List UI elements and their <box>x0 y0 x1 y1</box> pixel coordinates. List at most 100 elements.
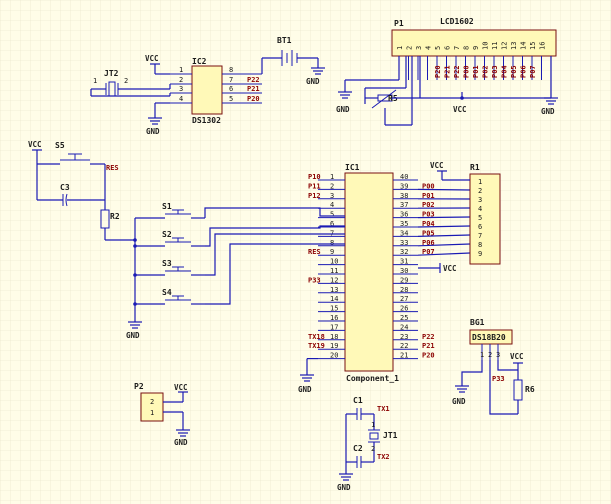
net-label: P04 <box>501 65 509 78</box>
switch-s1[interactable]: S1 <box>135 202 205 219</box>
net-label: P22 <box>422 333 435 341</box>
switch-s2[interactable]: S2 <box>135 230 205 247</box>
ic1-pin-number: 37 <box>400 201 408 209</box>
r1-designator: R1 <box>470 163 480 172</box>
gnd-label: GND <box>126 331 140 340</box>
vcc-label: VCC <box>510 352 524 361</box>
ic2-pin-num: 6 <box>229 85 233 93</box>
net-label: P05 <box>510 65 518 78</box>
ic1-pin-number: 33 <box>400 239 408 247</box>
net-label: P20 <box>247 95 260 103</box>
vcc-label: VCC <box>28 140 42 149</box>
ic1-pin-number: 29 <box>400 276 408 284</box>
bg1-ds18b20[interactable]: BG1 DS18B20 1 2 3 GND P33 VCC R6 <box>452 318 535 415</box>
ic1-pin-number: 16 <box>330 314 338 322</box>
ic2-pin-num: 3 <box>179 85 183 93</box>
ic1-pin-number: 6 <box>330 220 334 228</box>
lcd-pin-number: 14 <box>520 42 528 50</box>
c2-designator: C2 <box>353 444 363 453</box>
bt1-battery[interactable]: BT1 GND <box>261 36 325 86</box>
s4-designator: S4 <box>162 288 172 297</box>
gnd-label: GND <box>298 385 312 394</box>
p2-pin: 1 <box>150 409 154 417</box>
lcd-pin-number: 9 <box>472 46 480 50</box>
jt1-crystal-circuit[interactable]: C1 C2 TX1 TX2 JT1 1 2 GND <box>337 396 398 492</box>
net-label: P22 <box>453 65 461 78</box>
switch-s3[interactable]: S3 <box>135 259 205 276</box>
ic1-pin-number: 3 <box>330 192 334 200</box>
net-label: TX18 <box>308 333 325 341</box>
jt2-crystal[interactable]: JT2 1 2 <box>90 69 171 97</box>
net-label: P01 <box>472 65 480 78</box>
lcd-pin-number: 7 <box>453 46 461 50</box>
r6-designator: R6 <box>525 385 535 394</box>
r1-pin-number: 7 <box>478 232 482 240</box>
p1-designator: P1 <box>394 19 404 28</box>
ic1-pin-number: 10 <box>330 258 338 266</box>
net-label: P20 <box>434 65 442 78</box>
ic2-ds1302[interactable]: IC2 DS1302 1 2 3 4 8 7 6 5 P22 P21 P20 <box>170 57 262 125</box>
gnd-label: GND <box>336 105 350 114</box>
ic2-pin-num: 4 <box>179 95 183 103</box>
net-label: P02 <box>422 201 435 209</box>
ic1-pin-number: 11 <box>330 267 338 275</box>
ic1-pin-number: 28 <box>400 286 408 294</box>
ic1-pin-number: 9 <box>330 248 334 256</box>
ic2-pin-num: 2 <box>179 76 183 84</box>
r1-pin-number: 5 <box>478 214 482 222</box>
net-label: P10 <box>308 173 321 181</box>
c3-designator: C3 <box>60 183 70 192</box>
gnd-symbol: GND <box>298 365 314 394</box>
lcd-pin-number: 10 <box>482 42 490 50</box>
lcd-pin-number: 1 <box>396 46 404 50</box>
net-label: P07 <box>529 65 537 78</box>
lcd-pin-number: 13 <box>510 42 518 50</box>
ic1-pin-number: 5 <box>330 211 334 219</box>
ic1-pin-number: 14 <box>330 295 338 303</box>
key-switches[interactable]: S1 S2 S3 S4 GND <box>126 202 345 340</box>
ic1-pin-number: 35 <box>400 220 408 228</box>
lcd-pin-number: 3 <box>415 46 423 50</box>
lcd-pin-number: 12 <box>501 42 509 50</box>
lcd-pin-number: 15 <box>529 42 537 50</box>
net-label: P00 <box>422 182 435 190</box>
ic1-pin-number: 8 <box>330 239 334 247</box>
p2-power-connector[interactable]: P2 2 1 VCC GND <box>134 382 190 447</box>
vcc-label: VCC <box>174 383 188 392</box>
gnd-label: GND <box>174 438 188 447</box>
ic1-pin-number: 36 <box>400 211 408 219</box>
s2-designator: S2 <box>162 230 172 239</box>
net-label: P20 <box>422 352 435 360</box>
jt2-pin: 2 <box>124 77 128 85</box>
vcc-symbol: VCC <box>418 263 457 273</box>
r1-pin-number: 3 <box>478 196 482 204</box>
ic1-pin-number: 40 <box>400 173 408 181</box>
r1-pin-number: 9 <box>478 250 482 258</box>
ic1-pin-number: 1 <box>330 173 334 181</box>
ic1-pin-number: 30 <box>400 267 408 275</box>
bg1-pin: 3 <box>496 351 500 359</box>
net-label: TX19 <box>308 342 325 350</box>
switch-s4[interactable]: S4 <box>135 288 205 305</box>
net-label: P11 <box>308 182 321 190</box>
jt1-pin: 1 <box>371 421 375 429</box>
s1-designator: S1 <box>162 202 172 211</box>
bg1-pin: 2 <box>488 351 492 359</box>
ic2-pin-num: 8 <box>229 66 233 74</box>
reset-circuit[interactable]: VCC S5 RES C3 R2 <box>28 140 137 242</box>
bt1-designator: BT1 <box>277 36 292 45</box>
jt2-designator: JT2 <box>104 69 119 78</box>
net-label: P21 <box>422 342 435 350</box>
tx2-label: TX2 <box>377 453 390 461</box>
ic1-pin-number: 22 <box>400 342 408 350</box>
gnd-label: GND <box>452 397 466 406</box>
gnd-label: GND <box>306 77 320 86</box>
bg1-pin: 1 <box>480 351 484 359</box>
